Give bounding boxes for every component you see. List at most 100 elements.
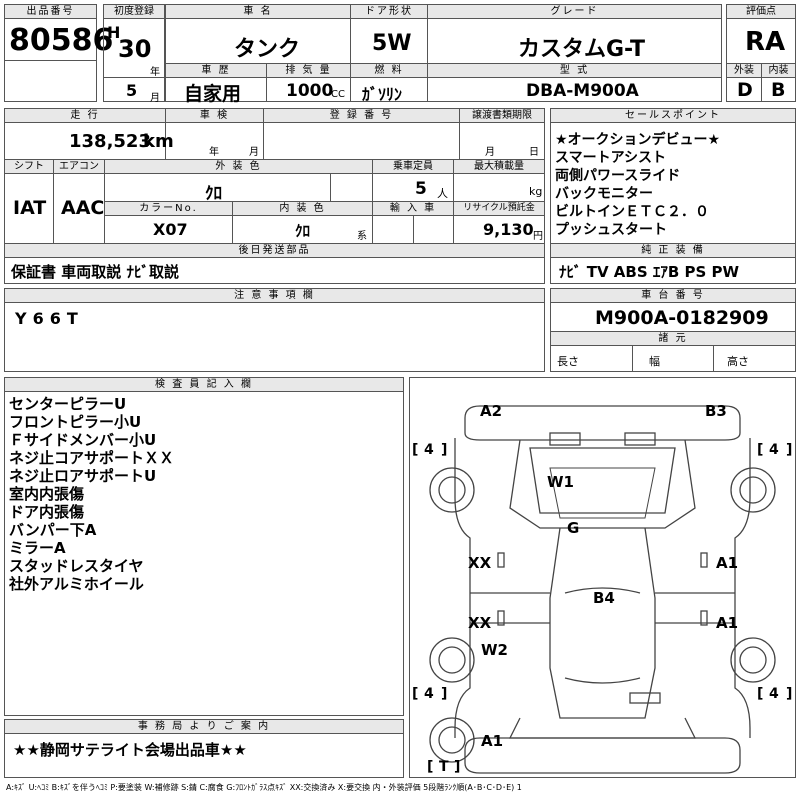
shift: IAT (13, 197, 47, 219)
inspector-box: 検 査 員 記 入 欄 センターピラーU フロントピラー小U Ｆサイドメンバー小… (4, 377, 404, 716)
height-label: 高さ (727, 355, 749, 368)
int-color-unit: 系 (357, 231, 367, 242)
chassis-box: 車 台 番 号 M900A-0182909 諸 元 長さ 幅 高さ (550, 288, 796, 372)
lot-label: 出品番号 (5, 5, 96, 19)
damage-mark: A2 (480, 402, 502, 420)
tread-bracket: ] (786, 686, 792, 702)
reg-month: 5 (126, 81, 138, 100)
score-box: 評価点 RA 外装 内装 D B (726, 4, 796, 102)
specs-label: 諸 元 (551, 332, 795, 346)
sales-item: ★オークションデビュー★ (555, 132, 721, 148)
era: H (107, 23, 121, 42)
damage-mark: XX (468, 554, 492, 572)
sales-item: 両側パワースライド (555, 168, 681, 184)
office-label: 事 務 局 よ り ご 案 内 (5, 720, 403, 734)
office-text: ★★静岡サテライト会場出品車★★ (13, 741, 247, 759)
reg-year-unit: 年 (150, 67, 160, 78)
later-parts-label: 後日発送部品 (5, 244, 544, 258)
inspector-label: 検 査 員 記 入 欄 (5, 378, 403, 392)
chassis-number: M900A-0182909 (595, 307, 769, 329)
inspector-line: ネジ止コアサポートＸＸ (9, 449, 175, 467)
door-type: 5W (372, 31, 412, 56)
capacity-label: 乗車定員 (373, 160, 453, 174)
damage-mark: W2 (481, 641, 508, 659)
tread-depth: 4 (424, 442, 434, 458)
first-reg-label: 初度登録 (104, 5, 164, 19)
damage-mark: A1 (716, 554, 738, 572)
notes-box: 注 意 事 項 欄 Y66T (4, 288, 545, 372)
tread-depth: 4 (769, 442, 779, 458)
damage-mark: A1 (716, 614, 738, 632)
tread-bracket: [ (412, 442, 418, 458)
equipment-label: 純 正 装 備 (551, 244, 795, 258)
reg-year: 30 (118, 35, 152, 63)
sales-item: ビルトインＥＴＣ２．０ (555, 204, 709, 220)
tread-bracket: ] (441, 442, 447, 458)
mileage-label: 走 行 (5, 109, 165, 123)
sales-label: セールスポイント (551, 109, 795, 123)
sales-points-box: セールスポイント ★オークションデビュー★ スマートアシスト 両側パワースライド… (550, 108, 796, 284)
transfer-label: 譲渡書類期限 (460, 109, 544, 123)
recycle-label: リサイクル預託金 (454, 202, 544, 216)
spare-tire-label: T (439, 759, 449, 775)
sales-item: スマートアシスト (555, 150, 667, 166)
mileage-unit: km (143, 131, 174, 152)
inspector-list: センターピラーU フロントピラー小U Ｆサイドメンバー小U ネジ止コアサポートＸ… (9, 395, 174, 593)
interior-score: B (771, 79, 786, 101)
color-no: X07 (153, 220, 188, 239)
history-label: 車 歴 (166, 64, 266, 78)
office-box: 事 務 局 よ り ご 案 内 ★★静岡サテライト会場出品車★★ (4, 719, 404, 778)
sales-item: バックモニター (555, 186, 653, 202)
recycle-fee: 9,130 (483, 220, 534, 239)
capacity-unit: 人 (437, 187, 448, 200)
tread-bracket: ] (454, 759, 460, 775)
recycle-unit: 円 (533, 231, 543, 242)
tread-bracket: ] (786, 442, 792, 458)
maxload-unit: kg (529, 185, 543, 198)
inspector-line: スタッドレスタイヤ (9, 557, 144, 575)
chassis-label: 車 台 番 号 (551, 289, 795, 303)
damage-mark: XX (468, 614, 492, 632)
ext-color: ｸﾛ (205, 184, 222, 204)
regno-label: 登 録 番 号 (264, 109, 459, 123)
tread-bracket: [ (412, 686, 418, 702)
grade-label: グレード (428, 5, 721, 19)
tread-bracket: [ (757, 686, 763, 702)
lot-box: 出品番号 80586 (4, 4, 113, 102)
maxload-label: 最大積載量 (454, 160, 544, 174)
model-label: 型 式 (428, 64, 721, 78)
transfer-month-unit: 月 (485, 147, 495, 158)
inspector-line: ネジ止ロアサポートU (9, 467, 157, 485)
first-registration-box: 初度登録 H 30 年 5 月 (103, 4, 165, 104)
damage-mark: B4 (593, 589, 615, 607)
vehicle-info-box: 車 名 タンク ドア形状 5W グレード カスタムG-T 車 歴 自家用 排 気… (165, 4, 722, 105)
inspector-line: バンパー下A (9, 521, 97, 539)
fuel-label: 燃 料 (351, 64, 427, 78)
legend: A:ｷｽﾞ U:ﾍｺﾐ B:ｷｽﾞを伴うﾍｺﾐ P:要塗装 W:補修跡 S:錆 … (6, 783, 522, 792)
details-box: 走 行 車 検 登 録 番 号 譲渡書類期限 138,523 km 年 月 月 … (4, 108, 545, 284)
tread-bracket: ] (441, 686, 447, 702)
inspector-line: フロントピラー小U (9, 413, 142, 431)
aircon: AAC (61, 197, 105, 219)
damage-mark: G (567, 519, 579, 537)
inspector-line: ドア内張傷 (9, 503, 85, 521)
inspector-line: 社外アルミホイール (9, 575, 144, 593)
damage-mark: A1 (481, 732, 503, 750)
model-code: DBA-M900A (526, 81, 639, 101)
notes-text: Y66T (15, 309, 84, 328)
tread-bracket: [ (757, 442, 763, 458)
cc-unit: CC (331, 89, 345, 100)
aircon-label: エアコン (54, 160, 104, 174)
exterior-score: D (737, 79, 753, 101)
import-label: 輸 入 車 (373, 202, 453, 216)
shift-label: シフト (5, 160, 53, 174)
inspection-month-unit: 月 (249, 147, 259, 158)
inspector-line: Ｆサイドメンバー小U (9, 431, 157, 449)
reg-month-unit: 月 (150, 93, 160, 104)
lot-number: 80586 (9, 23, 114, 58)
car-name: タンク (234, 37, 301, 62)
damage-diagram-box: A2 B3 W1 G XX A1 XX A1 B4 W2 A1 [ 4 ] [ … (409, 377, 796, 778)
exterior-label: 外装 (727, 64, 761, 78)
damage-mark: B3 (705, 402, 727, 420)
length-label: 長さ (557, 355, 579, 368)
